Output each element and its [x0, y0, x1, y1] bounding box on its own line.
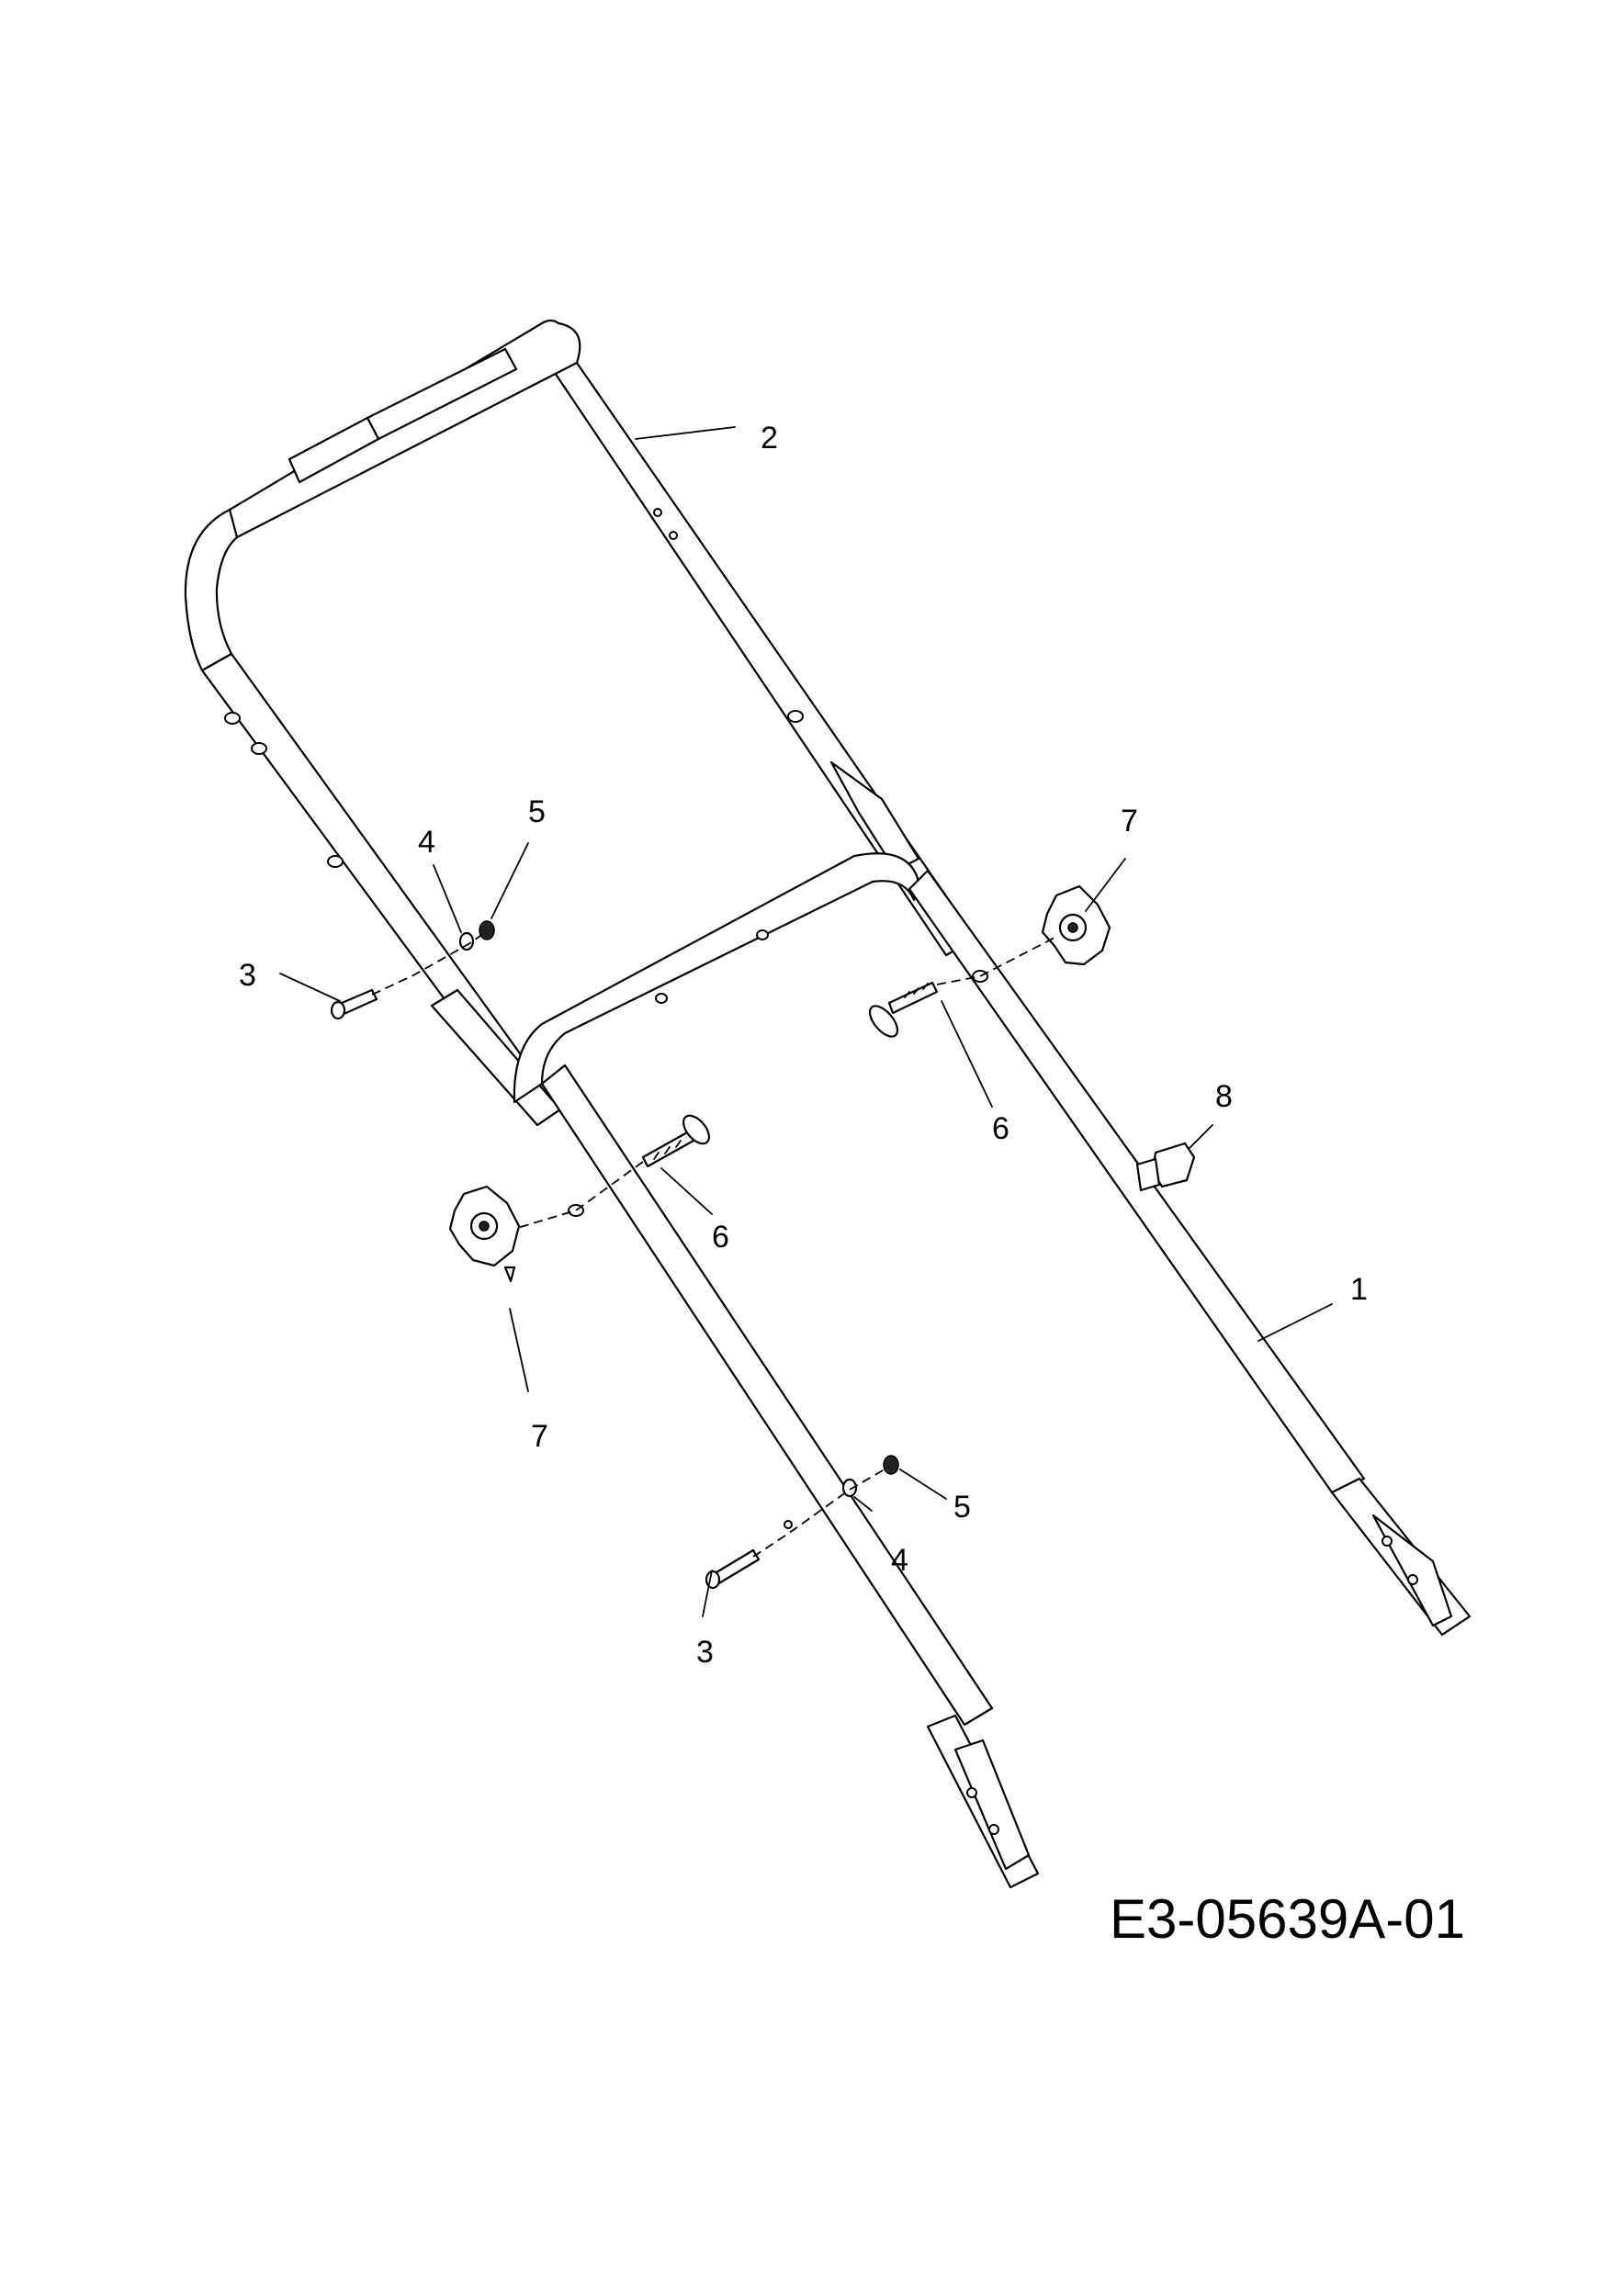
- callout-carriage-bolt-right: 3: [696, 1635, 714, 1670]
- nut-left: [479, 920, 495, 940]
- upper-handle: [184, 319, 977, 1127]
- callout-washer-right: 4: [891, 1543, 908, 1578]
- nut-right: [883, 1455, 899, 1475]
- callout-nut-left: 5: [528, 794, 546, 829]
- callout-bolt-right: 6: [992, 1111, 1009, 1146]
- callout-nut-right: 5: [953, 1490, 971, 1525]
- knob-right: [1041, 884, 1111, 966]
- carriage-bolt-left: [330, 988, 378, 1020]
- bolt-right: [868, 981, 939, 1038]
- assembly-line: [752, 1466, 890, 1558]
- callout-lower-handle: 1: [1350, 1272, 1368, 1307]
- carriage-bolt-right: [705, 1548, 761, 1590]
- cable-guide: [1135, 1142, 1196, 1192]
- callout-carriage-bolt-left: 3: [239, 958, 256, 993]
- knob-left: [448, 1185, 521, 1283]
- callout-cable-guide: 8: [1215, 1079, 1233, 1114]
- assembly-line: [513, 1161, 644, 1230]
- drawing-number: E3-05639A-01: [1110, 1888, 1465, 1950]
- washer-left: [458, 931, 475, 951]
- leader-lines: [279, 426, 1333, 1617]
- bolt-left: [641, 1114, 710, 1168]
- callout-knob-right: 7: [1121, 804, 1138, 838]
- callout-knob-left: 7: [531, 1419, 548, 1454]
- assembly-line: [371, 930, 488, 996]
- lower-handle: [513, 852, 1472, 1889]
- callout-bolt-left: 6: [712, 1220, 729, 1255]
- callout-washer-left: 4: [418, 825, 435, 860]
- callout-upper-handle: 2: [761, 421, 778, 456]
- washer-right: [841, 1478, 858, 1498]
